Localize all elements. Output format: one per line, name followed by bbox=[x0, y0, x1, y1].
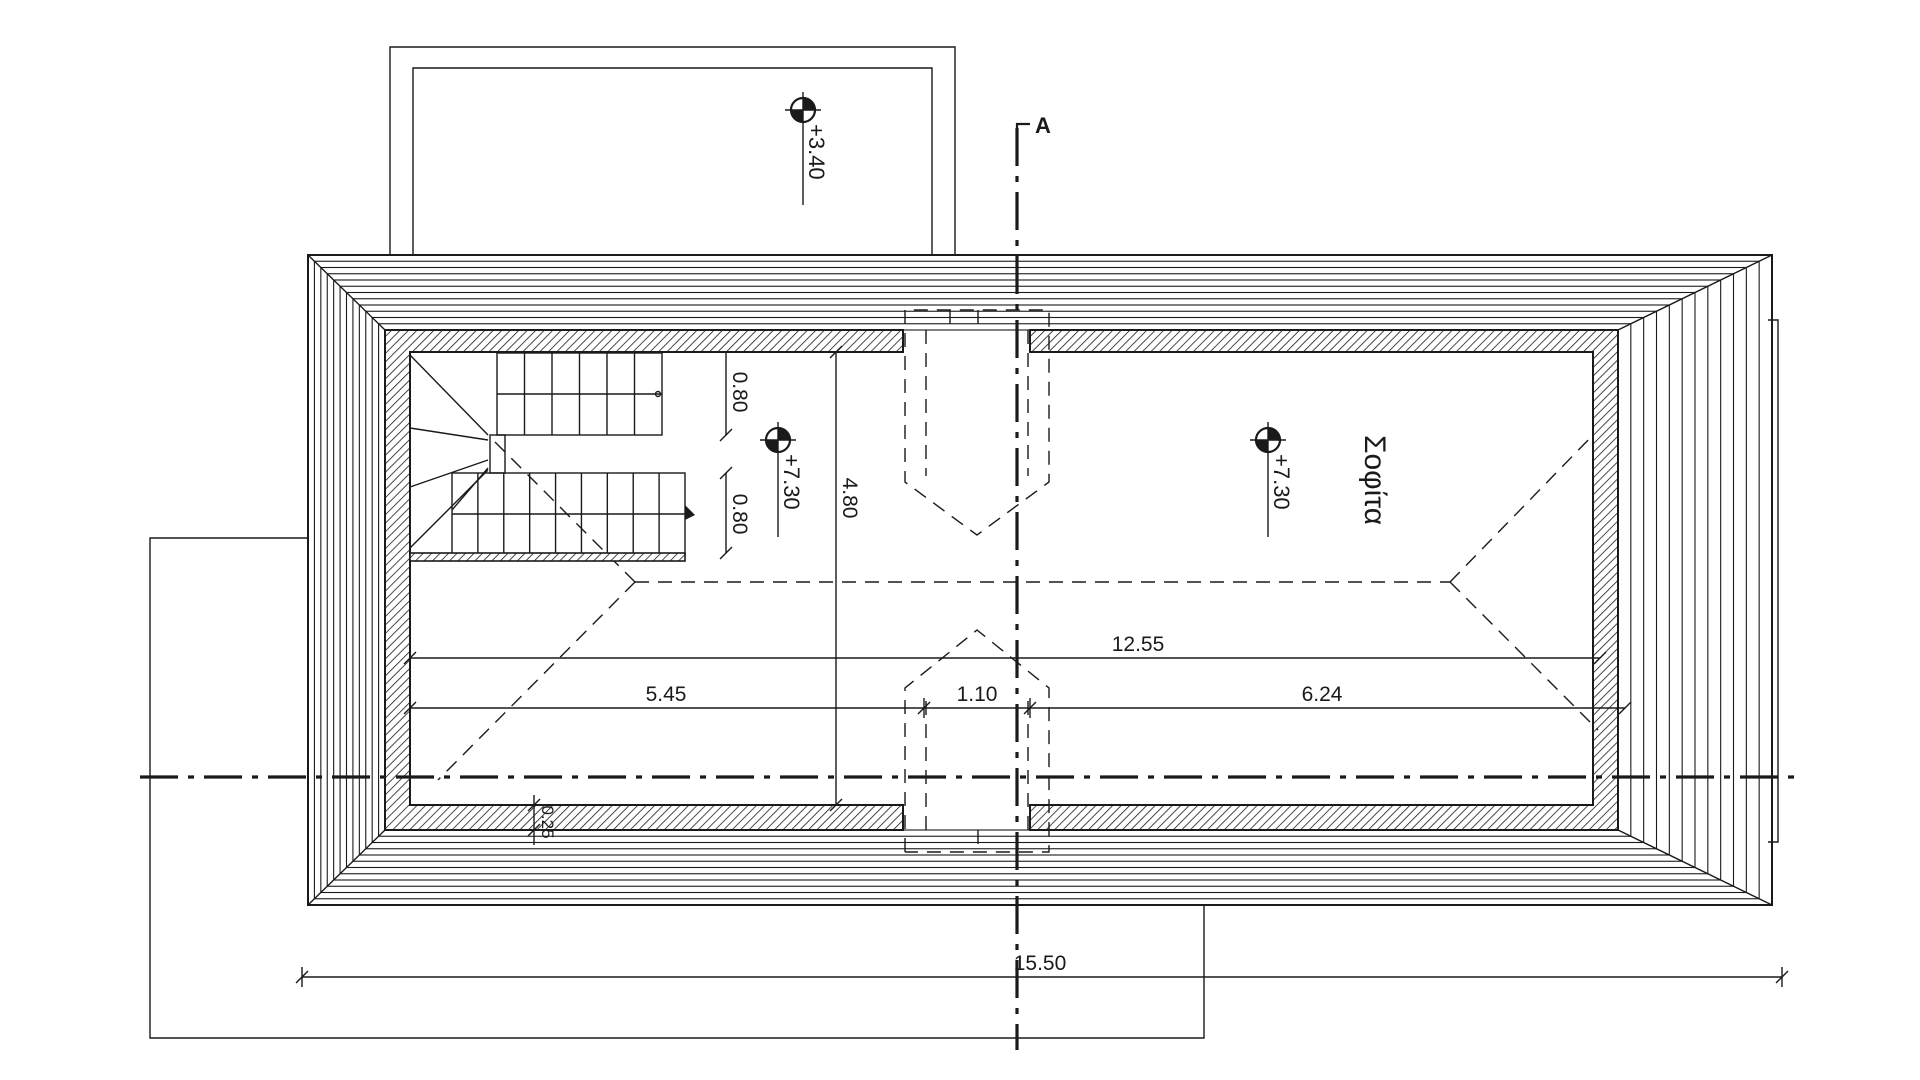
dim-depth: 4.80 bbox=[838, 478, 861, 519]
level-marker-stair: +7.30 bbox=[760, 422, 804, 537]
eave-line bbox=[307, 254, 1773, 906]
eave-line bbox=[371, 316, 1645, 844]
exterior-wall bbox=[384, 329, 1619, 831]
eave-line bbox=[384, 329, 1619, 831]
eave-line bbox=[378, 323, 1632, 837]
upper-balcony bbox=[389, 46, 956, 254]
level-terrace-label: +3.40 bbox=[804, 124, 829, 180]
dim-inner-length: 12.55 bbox=[1112, 633, 1165, 656]
lower-terrace-outline bbox=[149, 537, 1205, 1039]
dim-right-segment: 6.24 bbox=[1302, 683, 1343, 706]
eave-line bbox=[326, 273, 1735, 887]
eave-line bbox=[345, 291, 1696, 869]
dim-stair-gap-bottom: 0.80 bbox=[728, 494, 751, 535]
eave-corner bbox=[1617, 254, 1773, 331]
section-line-a: A bbox=[1015, 113, 1051, 1050]
room-name-label: Σοφίτα bbox=[1358, 435, 1391, 525]
right-gable-strip bbox=[1768, 319, 1779, 843]
eave-line bbox=[365, 310, 1658, 850]
eave-corner bbox=[307, 254, 386, 331]
eave-line bbox=[358, 304, 1670, 856]
eave-line bbox=[333, 279, 1722, 881]
section-marker-label: A bbox=[1035, 113, 1051, 138]
dim-overall-width: 15.50 bbox=[1014, 952, 1067, 975]
level-attic-label: +7.30 bbox=[1269, 454, 1294, 510]
staircase bbox=[409, 352, 695, 562]
level-marker-terrace: +3.40 bbox=[785, 92, 829, 205]
eave-line bbox=[313, 260, 1760, 900]
eave-line bbox=[320, 266, 1747, 894]
dim-left-segment: 5.45 bbox=[646, 683, 687, 706]
chimney-top bbox=[904, 309, 1050, 536]
dim-chimney-width: 1.10 bbox=[957, 683, 998, 706]
dim-stair-gap-top: 0.80 bbox=[728, 372, 751, 413]
eave-line bbox=[339, 285, 1709, 875]
level-stair-label: +7.30 bbox=[779, 454, 804, 510]
eave-corner bbox=[307, 829, 386, 906]
level-marker-attic: +7.30 bbox=[1250, 422, 1294, 537]
dim-wall-thickness: 0.25 bbox=[538, 805, 557, 838]
eave-corner bbox=[1617, 829, 1773, 906]
chimney-bottom bbox=[904, 629, 1050, 853]
dimension-lines: 12.55 5.45 1.10 6.24 15.50 4.80 0.80 0.8… bbox=[295, 345, 1789, 987]
